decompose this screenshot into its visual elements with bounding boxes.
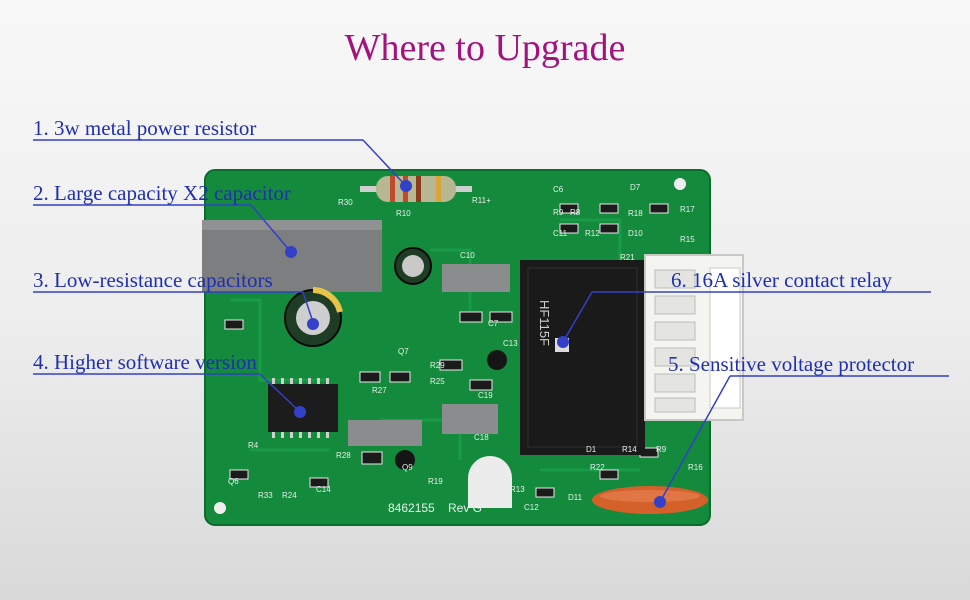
voltage-protector-varistor	[592, 486, 708, 514]
silkscreen-label: R28	[336, 451, 351, 460]
silkscreen-label: R22	[590, 463, 605, 472]
silkscreen-label: C19	[478, 391, 493, 400]
silkscreen-label: R13	[510, 485, 525, 494]
revision-text: Rev G	[448, 501, 482, 515]
silkscreen-label: R18	[628, 209, 643, 218]
silkscreen-label: C13	[503, 339, 518, 348]
silkscreen-label: C7	[488, 319, 499, 328]
transistor	[395, 450, 415, 470]
callout-voltage-protector: 5. Sensitive voltage protector	[668, 352, 915, 376]
silkscreen-label: R8	[570, 208, 581, 217]
silkscreen-label: Q6	[228, 477, 239, 486]
silkscreen-label: D1	[586, 445, 597, 454]
silkscreen-label: R19	[428, 477, 443, 486]
silkscreen-label: C18	[474, 433, 489, 442]
silkscreen-label: R4	[248, 441, 259, 450]
silkscreen-label: D7	[630, 183, 641, 192]
silkscreen-label: R15	[680, 235, 695, 244]
part-number-text: 8462155	[388, 501, 435, 515]
silkscreen-label: Q7	[398, 347, 409, 356]
film-capacitor	[442, 264, 510, 292]
silkscreen-label: R16	[688, 463, 703, 472]
silkscreen-label: R11+	[472, 196, 491, 205]
mount-hole	[214, 502, 226, 514]
callout-low-resistance-capacitors: 3. Low-resistance capacitors	[33, 268, 273, 292]
silkscreen-label: C12	[524, 503, 539, 512]
silkscreen-label: D11	[568, 493, 583, 502]
silkscreen-label: Q9	[402, 463, 413, 472]
silkscreen-label: R9	[553, 208, 564, 217]
electrolytic-capacitor	[394, 247, 432, 285]
callout-x2-capacitor: 2. Large capacity X2 capacitor	[33, 181, 291, 205]
transistor	[487, 350, 507, 370]
silkscreen-label: C6	[553, 185, 564, 194]
silkscreen-label: R14	[622, 445, 637, 454]
silkscreen-label: C11	[553, 229, 568, 238]
silkscreen-label: R30	[338, 198, 353, 207]
silkscreen-label: R12	[585, 229, 600, 238]
relay: HF115F	[520, 260, 645, 455]
film-capacitor	[442, 404, 498, 434]
silkscreen-label: R10	[396, 209, 411, 218]
silkscreen-label: R21	[620, 253, 635, 262]
film-capacitor	[348, 420, 422, 446]
pointer-dots	[285, 180, 666, 508]
silkscreen-label: C10	[460, 251, 475, 260]
silkscreen-label: R24	[282, 491, 297, 500]
silkscreen-label: R27	[372, 386, 387, 395]
relay-model-text: HF115F	[537, 300, 552, 346]
silkscreen-label: R17	[680, 205, 695, 214]
silkscreen-label: R29	[430, 361, 445, 370]
silkscreen-label: R33	[258, 491, 273, 500]
callout-software-version: 4. Higher software version	[33, 350, 257, 374]
callout-power-resistor: 1. 3w metal power resistor	[33, 116, 257, 140]
pointer-lines	[33, 139, 949, 503]
silkscreen-label: R25	[430, 377, 445, 386]
page-title: Where to Upgrade	[344, 27, 626, 69]
mount-hole	[674, 178, 686, 190]
silkscreen-label: C14	[316, 485, 331, 494]
silkscreen-label: R9	[656, 445, 667, 454]
silkscreen-label: D10	[628, 229, 643, 238]
callout-silver-contact-relay: 6. 16A silver contact relay	[671, 268, 893, 292]
